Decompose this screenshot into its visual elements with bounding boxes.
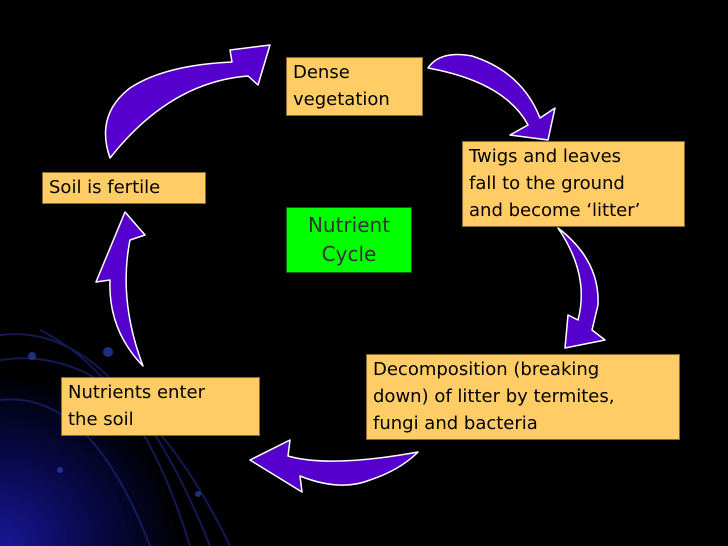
center-title: Nutrient Cycle xyxy=(286,207,412,273)
stage-nutrients-enter-soil: Nutrients enter the soil xyxy=(61,377,260,436)
stage-dense-vegetation: Dense vegetation xyxy=(286,57,423,116)
arrow-nutrients-to-fertile xyxy=(95,211,146,367)
arrow-twigs-to-decomp xyxy=(557,227,606,349)
arrow-decomp-to-nutrients xyxy=(249,439,419,493)
arrow-dense-to-twigs xyxy=(427,53,556,141)
stage-twigs-and-leaves: Twigs and leaves fall to the ground and … xyxy=(462,141,685,227)
stage-decomposition: Decomposition (breaking down) of litter … xyxy=(366,354,680,440)
arrow-fertile-to-dense xyxy=(104,44,271,159)
stage-soil-fertile: Soil is fertile xyxy=(42,172,206,204)
